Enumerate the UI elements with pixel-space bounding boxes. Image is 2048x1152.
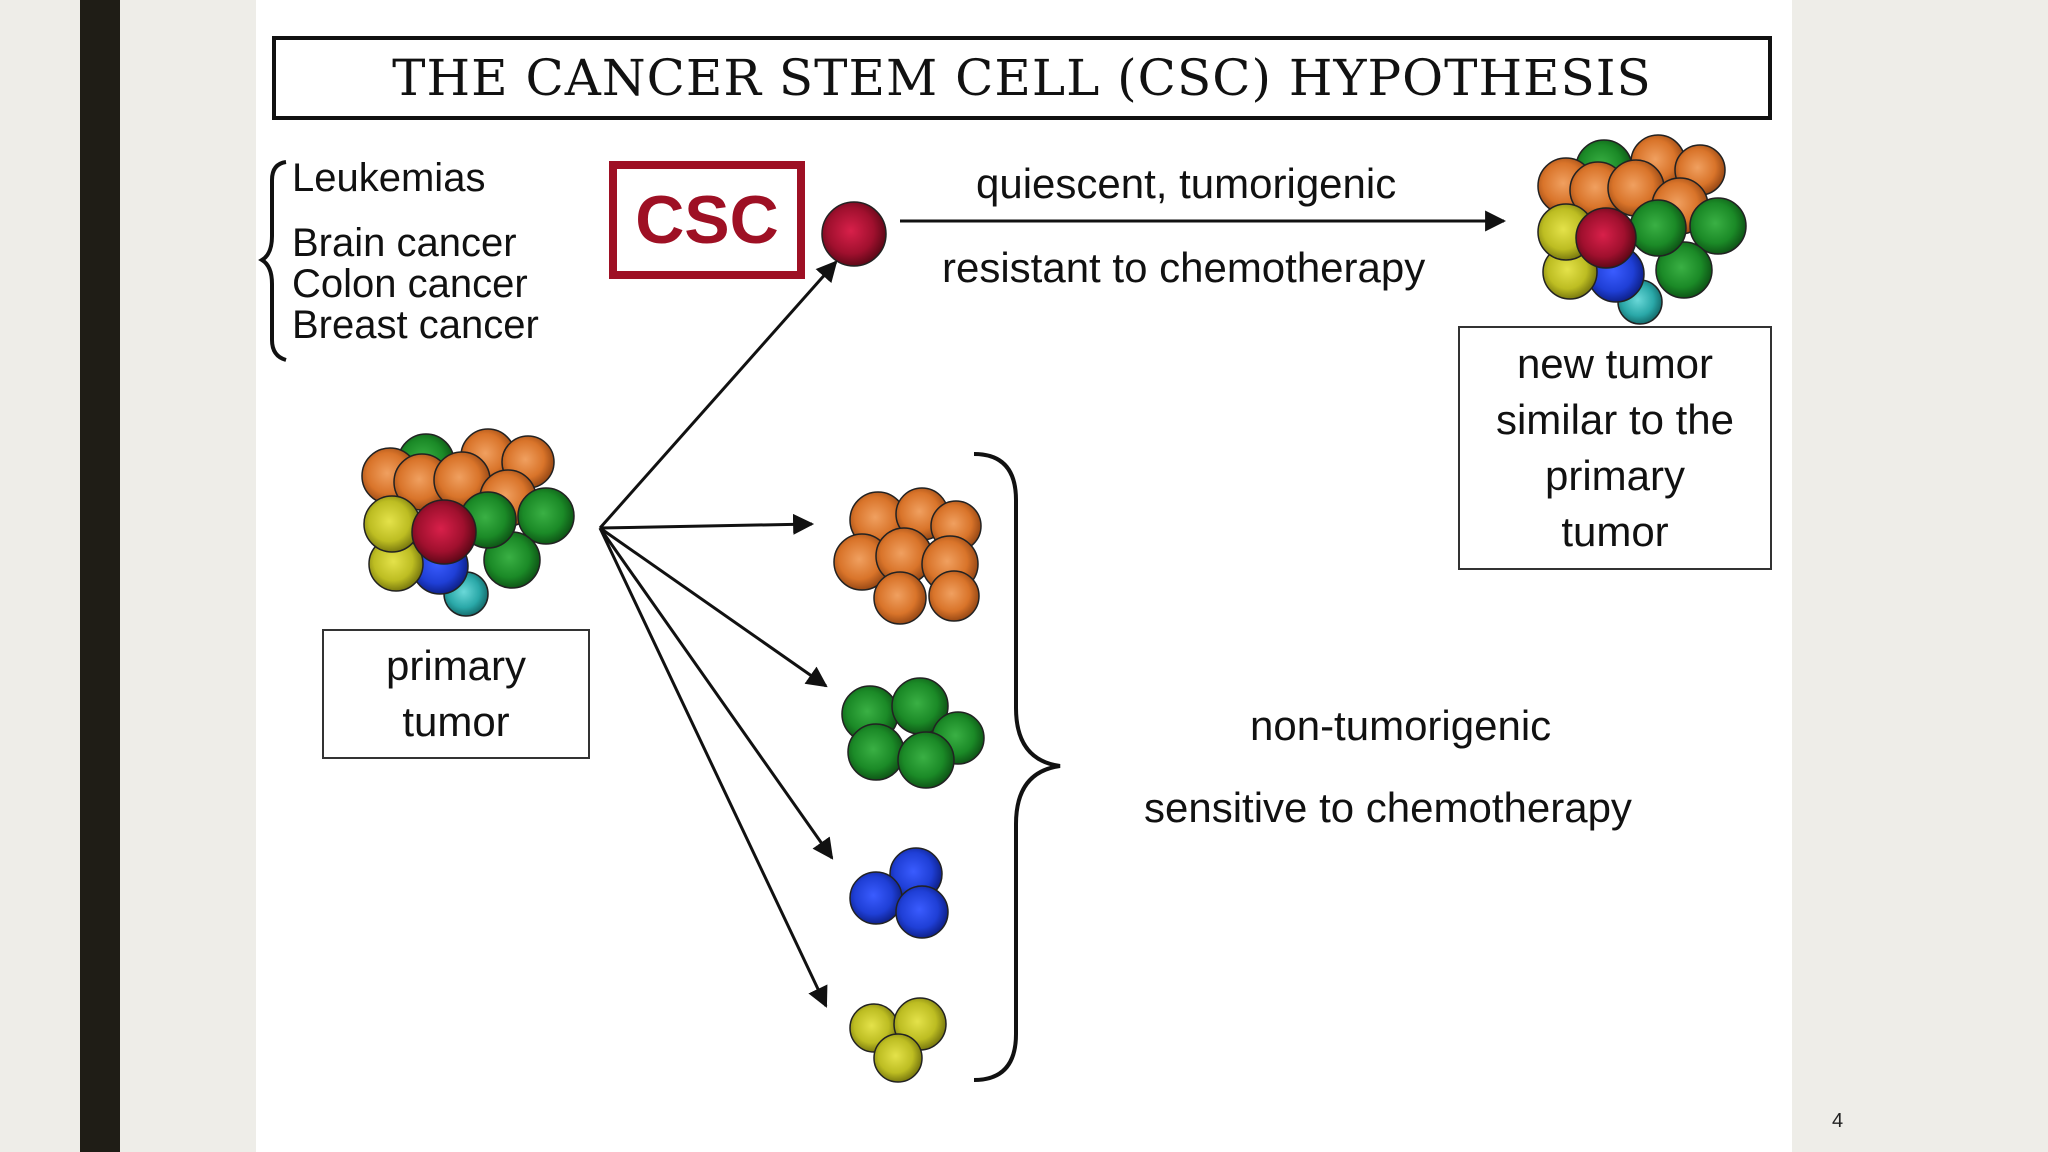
orange-cell-cluster <box>833 487 982 625</box>
page-number: 4 <box>1832 1110 1844 1132</box>
primary-tumor-label-box: primary tumor <box>322 629 590 759</box>
left-accent-bar <box>80 0 120 1152</box>
differentiation-arrows <box>598 260 838 1008</box>
non-csc-trait-nontumorigenic: non-tumorigenic <box>1250 702 1552 749</box>
green-cell-cluster <box>841 677 985 789</box>
cancer-type-item: Breast cancer <box>292 303 539 347</box>
cancer-type-item: Brain cancer <box>292 221 517 265</box>
slide-title: THE CANCER STEM CELL (CSC) HYPOTHESIS <box>272 36 1772 120</box>
non-csc-trait-sensitive: sensitive to chemotherapy <box>1144 784 1632 831</box>
primary-tumor-cluster <box>361 428 575 617</box>
csc-trait-resistant: resistant to chemotherapy <box>942 244 1426 291</box>
csc-cell <box>821 201 887 267</box>
yellow-cell-cluster <box>849 997 947 1083</box>
csc-trait-tumorigenic: quiescent, tumorigenic <box>976 160 1397 207</box>
blue-cell-cluster <box>849 847 949 939</box>
new-tumor-label-box: new tumor similar to the primary tumor <box>1458 326 1772 570</box>
cancer-list-brace <box>258 160 287 362</box>
diagram-canvas <box>258 134 1747 1083</box>
new-tumor-label-line: similar to the <box>1495 396 1735 443</box>
primary-tumor-label-line: tumor <box>402 698 510 745</box>
new-tumor-cluster <box>1537 134 1747 325</box>
new-tumor-label-line: new tumor <box>1516 340 1714 387</box>
cancer-types-list: Leukemias Brain cancer Colon cancer Brea… <box>292 158 539 346</box>
slide: THE CANCER STEM CELL (CSC) HYPOTHESIS <box>256 0 1792 1152</box>
new-tumor-label-line: tumor <box>1561 508 1669 555</box>
non-csc-brace <box>973 452 1061 1082</box>
csc-label-box: CSC <box>609 161 805 279</box>
cancer-type-item: Colon cancer <box>292 262 528 306</box>
new-tumor-label-line: primary <box>1544 452 1685 499</box>
primary-tumor-label-line: primary <box>385 642 526 689</box>
cancer-type-item: Leukemias <box>292 156 486 200</box>
